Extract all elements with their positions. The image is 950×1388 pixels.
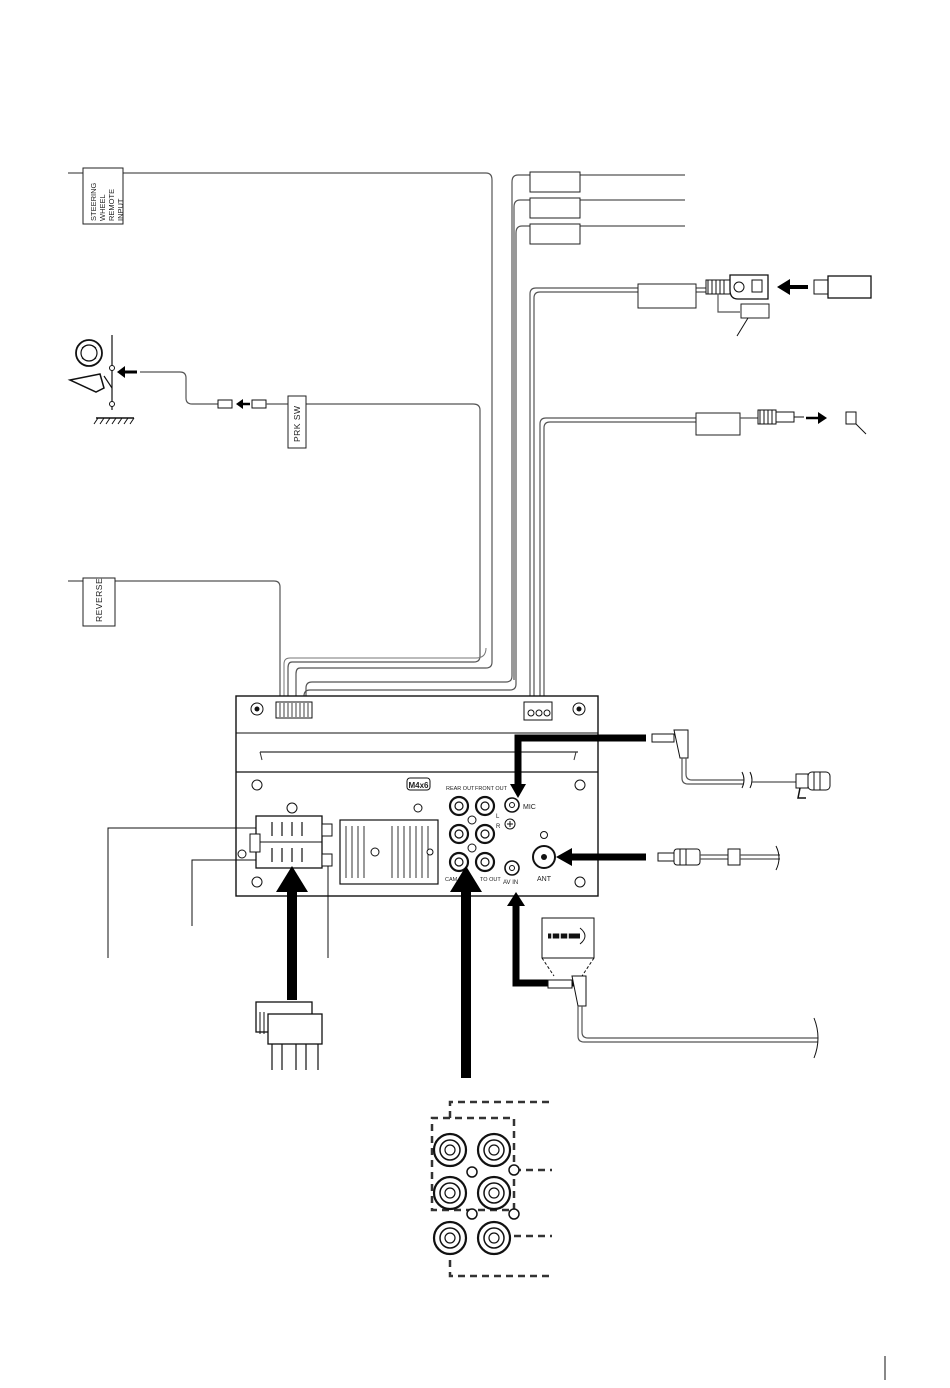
steering-label-line2: WHEEL <box>98 194 107 221</box>
lead-label-box-3 <box>530 224 580 244</box>
rca-detail <box>432 1102 552 1276</box>
parking-lamp-icon <box>76 340 102 366</box>
av-input-lead <box>507 892 818 1058</box>
steering-label-line3: REMOTE <box>107 189 116 221</box>
usb-stick-icon <box>828 276 871 298</box>
reverse-lead: REVERSE <box>68 578 486 702</box>
heatsink-icon <box>340 820 438 884</box>
steering-label-line1: STEERING <box>89 182 98 221</box>
preout-arrow <box>450 866 482 1078</box>
remote-connector-icon <box>276 702 312 718</box>
ant-label: ANT <box>537 876 552 883</box>
antenna-plug-icon <box>658 853 674 861</box>
spade-connector-icon <box>218 400 232 408</box>
rear-out-label: REAR OUT <box>446 786 475 792</box>
mic-label: MIC <box>523 804 536 811</box>
screw-label: M4x6 <box>408 781 429 790</box>
prk-sw-label: PRK SW <box>292 405 302 442</box>
lead-label-box-2 <box>530 198 580 218</box>
usb-ferrule-icon <box>706 280 730 294</box>
usb-cap-icon <box>741 304 769 318</box>
minijack-plug-icon <box>758 410 776 424</box>
av-plug-icon <box>548 980 572 988</box>
microphone-icon <box>796 774 808 788</box>
steering-label-line4: INPUT <box>116 198 125 221</box>
unit-r-label: R <box>496 824 501 830</box>
usb-stick-plug-icon <box>814 280 828 294</box>
video-out-label: TO OUT <box>480 877 501 883</box>
right-side-leads <box>304 172 871 702</box>
av-in-label: AV IN <box>503 880 518 886</box>
brake-lever-icon <box>70 374 104 392</box>
minijack-lead-label-box <box>696 413 740 435</box>
rca-detail-jacks <box>434 1134 519 1254</box>
mic-plug-icon <box>652 734 674 742</box>
usb-lead-label-box <box>638 284 696 308</box>
lead-label-box-1 <box>530 172 580 192</box>
head-unit-rear: M4x6 REAR OUT FRONT OUT L R <box>236 696 598 896</box>
reverse-label: REVERSE <box>94 578 104 622</box>
parking-brake-switch: PRK SW <box>70 335 480 702</box>
front-out-label: FRONT OUT <box>475 786 508 792</box>
cam-label: CAM <box>445 877 458 883</box>
